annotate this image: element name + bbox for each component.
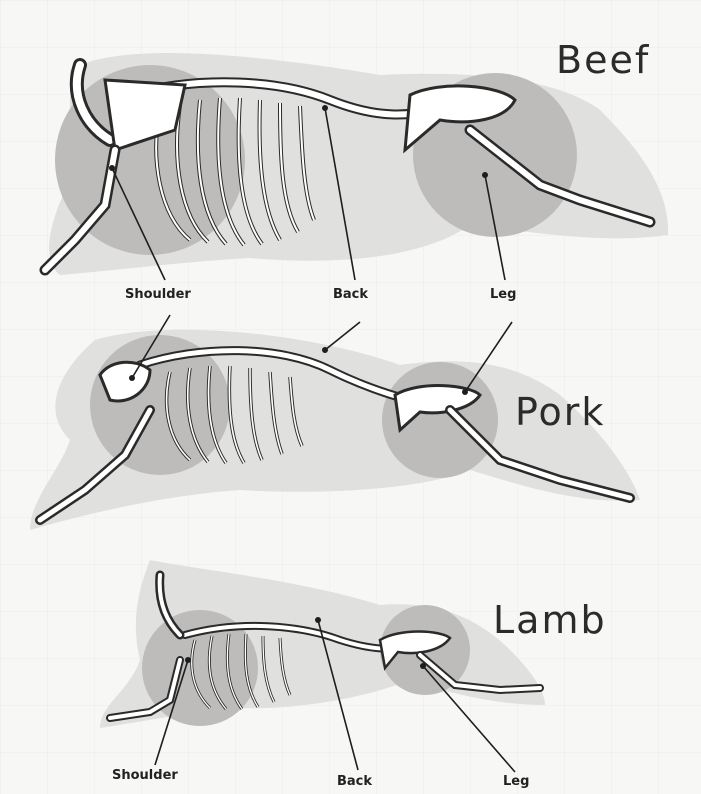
label-leg-lamb: Leg xyxy=(503,774,529,789)
label-back-beef: Back xyxy=(333,287,368,302)
species-title-lamb: Lamb xyxy=(493,598,607,642)
label-shoulder-beef: Shoulder xyxy=(125,287,191,302)
label-back-lamb: Back xyxy=(337,774,372,789)
label-shoulder-lamb: Shoulder xyxy=(112,768,178,783)
label-leg-beef: Leg xyxy=(490,287,516,302)
species-title-beef: Beef xyxy=(556,38,650,82)
species-title-pork: Pork xyxy=(515,390,605,434)
